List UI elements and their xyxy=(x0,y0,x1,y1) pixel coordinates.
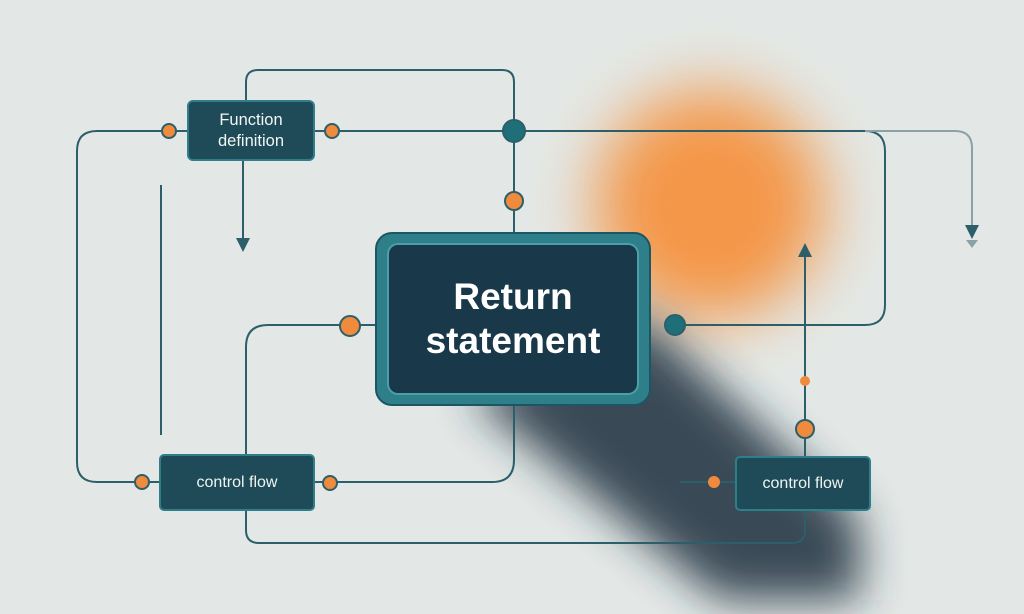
line-top-loop xyxy=(245,69,515,128)
node-return-statement[interactable] xyxy=(375,232,651,406)
connector-dot xyxy=(134,474,150,490)
connector-hub xyxy=(502,119,526,143)
node-control-flow-right[interactable] xyxy=(735,456,871,511)
line-hub-to-right-loop xyxy=(514,130,886,326)
connector-dot xyxy=(161,123,177,139)
node-control-flow-left[interactable] xyxy=(159,454,315,511)
node-function-definition[interactable] xyxy=(187,100,315,161)
connector-dot xyxy=(708,476,720,488)
connector-dot xyxy=(339,315,361,337)
line-return-to-left-box xyxy=(245,324,378,455)
connector-dot xyxy=(504,191,524,211)
line-top-right-arrow xyxy=(865,130,979,239)
connector-node xyxy=(664,314,686,336)
connector-dot xyxy=(795,419,815,439)
orange-glow xyxy=(595,90,825,320)
connector-dot xyxy=(322,475,338,491)
line-bottom-loop xyxy=(245,510,806,544)
connector-dots xyxy=(134,119,978,491)
connector-dot xyxy=(324,123,340,139)
connector-dot xyxy=(800,376,810,386)
line-left-loop xyxy=(76,130,188,483)
arrow-head-icon xyxy=(966,240,978,248)
line-left-box-right xyxy=(314,404,515,483)
